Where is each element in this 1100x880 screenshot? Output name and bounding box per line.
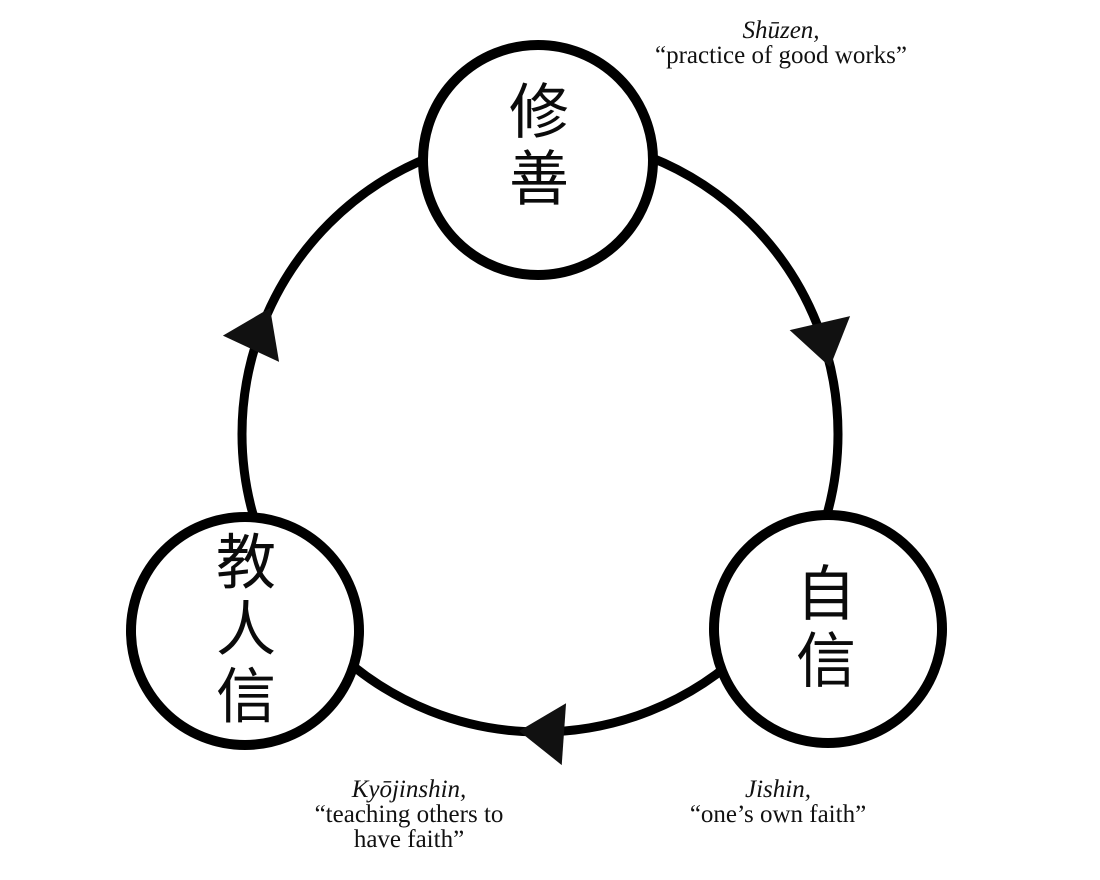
node-top-kanji: 修 善 (509, 79, 569, 213)
label-top-romaji: Shūzen, (742, 17, 820, 44)
node-bottom-left-circle (126, 512, 364, 750)
label-bottom-right-gloss: “one’s own faith” (689, 801, 867, 828)
label-bottom-left: Kyōjinshin, “teaching others to have fai… (315, 777, 504, 852)
node-top-circle (418, 40, 658, 280)
label-top-gloss: “practice of good works” (655, 42, 907, 69)
arrowhead-right-icon (789, 316, 851, 367)
label-bottom-right-romaji: Jishin, (745, 776, 811, 803)
arrowhead-bottom-icon (519, 703, 567, 766)
label-bottom-right: Jishin, “one’s own faith” (690, 777, 866, 827)
node-bottom-right-circle (709, 510, 947, 748)
label-bottom-left-romaji: Kyōjinshin, (351, 776, 467, 803)
label-bottom-left-gloss: “teaching others to have faith” (314, 801, 504, 853)
arrowhead-left-icon (222, 308, 280, 362)
label-top: Shūzen, “practice of good works” (655, 18, 907, 68)
node-bottom-right-kanji: 自 信 (796, 561, 856, 695)
node-bottom-left-kanji: 教 人 信 (216, 529, 276, 731)
